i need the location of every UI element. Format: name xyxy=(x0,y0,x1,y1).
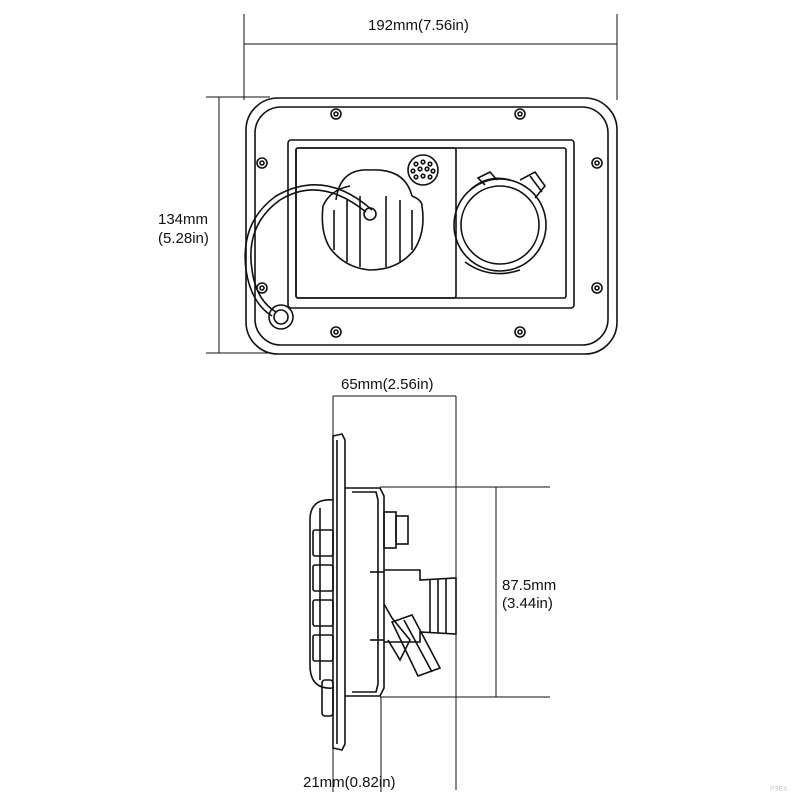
dimension-flange-lines xyxy=(332,697,382,792)
side-flange xyxy=(332,433,346,751)
vent-grille-icon xyxy=(407,154,439,186)
dimension-width-lines xyxy=(243,14,618,100)
outer-flange xyxy=(245,97,618,355)
inner-flange xyxy=(254,106,609,346)
height-dimension-label-mm: 134mm xyxy=(158,211,209,228)
recess-panel xyxy=(287,139,575,309)
dimension-height-lines xyxy=(206,96,270,354)
mounting-screws xyxy=(256,108,603,338)
dimension-side-height-lines xyxy=(380,486,550,698)
watermark-text: P3E8 xyxy=(770,786,788,793)
front-view xyxy=(244,97,618,355)
outer-panel xyxy=(295,147,567,299)
side-view xyxy=(309,433,457,751)
side-height-label-mm: 87.5mm xyxy=(502,577,557,594)
height-dimension-label-in: (5.28in) xyxy=(158,230,209,247)
water-inlet-cap xyxy=(321,169,424,271)
flange-dimension-label: 21mm(0.82in) xyxy=(303,774,396,791)
depth-dimension-label: 65mm(2.56in) xyxy=(341,376,434,393)
fill-fitting xyxy=(453,170,547,275)
side-height-label-in: (3.44in) xyxy=(502,595,553,612)
tether-cable xyxy=(244,184,373,330)
width-dimension-label: 192mm(7.56in) xyxy=(368,17,469,34)
